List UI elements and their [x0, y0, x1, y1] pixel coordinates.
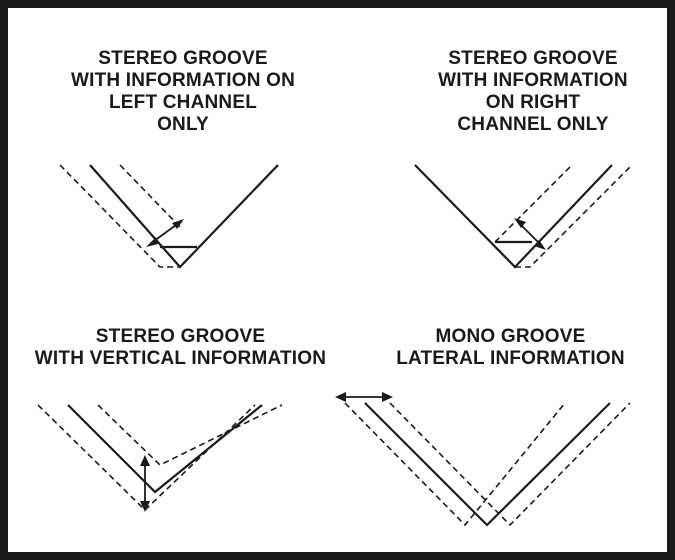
caption-line: LEFT CHANNEL	[108, 92, 258, 113]
groove-wall-dashed	[389, 402, 631, 527]
caption-line: STEREO GROOVE	[95, 326, 266, 347]
arrowhead	[140, 455, 150, 466]
arrowhead	[140, 501, 150, 512]
groove-wall-dashed	[494, 164, 573, 243]
groove-right-channel	[414, 164, 633, 269]
groove-wall-solid	[89, 164, 279, 269]
caption-mono-lateral: MONO GROOVE LATERAL INFORMATION	[338, 326, 675, 370]
groove-wall-dashed	[97, 404, 283, 466]
arrowhead	[514, 218, 526, 228]
groove-wall-solid	[364, 402, 611, 527]
groove-left-channel	[59, 164, 279, 269]
groove-mono-lateral	[335, 392, 631, 527]
caption-line: STEREO GROOVE	[98, 48, 268, 69]
groove-wall-dashed	[119, 164, 181, 228]
caption-line: STEREO GROOVE	[448, 48, 618, 69]
groove-wall-dashed	[37, 404, 256, 512]
arrowhead	[382, 392, 393, 402]
caption-line: ON RIGHT	[485, 92, 581, 113]
caption-right-channel: STEREO GROOVE WITH INFORMATION ON RIGHT …	[388, 48, 675, 136]
caption-line: WITH VERTICAL INFORMATION	[34, 348, 327, 369]
groove-vertical-information	[37, 404, 283, 512]
arrowhead	[146, 237, 158, 247]
caption-line: CHANNEL ONLY	[457, 114, 609, 135]
groove-wall-dashed	[515, 164, 633, 268]
arrowhead	[335, 392, 346, 402]
caption-line: MONO GROOVE	[435, 326, 586, 347]
groove-wall-solid	[414, 164, 613, 269]
arrowhead	[172, 219, 184, 229]
caption-line: ONLY	[157, 114, 209, 135]
groove-wall-dashed	[344, 402, 566, 527]
caption-left-channel: STEREO GROOVE WITH INFORMATION ON LEFT C…	[38, 48, 328, 136]
caption-line: WITH INFORMATION ON	[70, 70, 296, 91]
caption-line: LATERAL INFORMATION	[396, 348, 625, 369]
groove-wall-solid	[67, 404, 263, 494]
groove-wall-dashed	[59, 164, 180, 268]
arrowhead	[534, 240, 546, 250]
caption-vertical-information: STEREO GROOVE WITH VERTICAL INFORMATION	[8, 326, 353, 370]
caption-line: WITH INFORMATION	[438, 70, 628, 91]
